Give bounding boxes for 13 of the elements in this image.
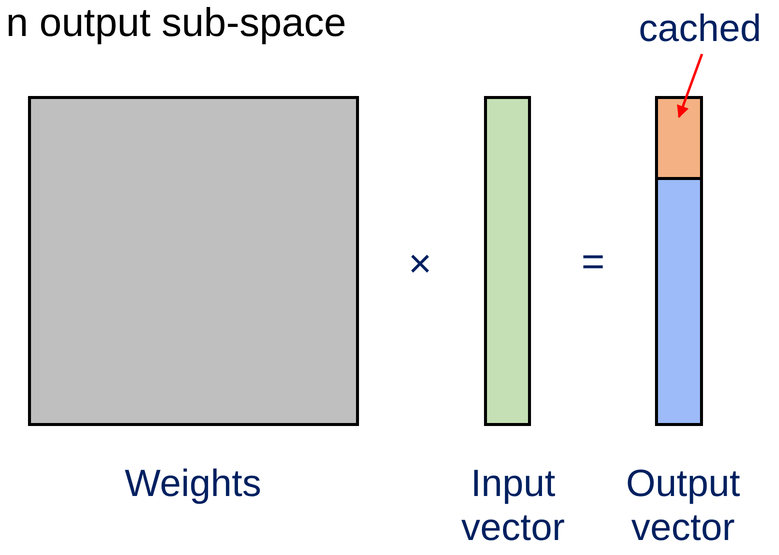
- leader-arrow: [676, 54, 704, 118]
- input-vector-bar: [484, 96, 531, 426]
- output-vector-bar: [655, 96, 703, 426]
- weights-matrix: [28, 96, 359, 426]
- title: n output sub-space: [6, 0, 346, 46]
- operator-sign: =: [580, 240, 606, 284]
- node-label: Output vector: [624, 462, 742, 550]
- output-segment: [658, 180, 700, 423]
- callout-label: cached: [625, 6, 775, 52]
- node-label: Input vector: [460, 462, 566, 550]
- operator-sign: ×: [407, 242, 433, 286]
- node-label: Weights: [124, 462, 262, 506]
- cached-segment: [658, 99, 700, 180]
